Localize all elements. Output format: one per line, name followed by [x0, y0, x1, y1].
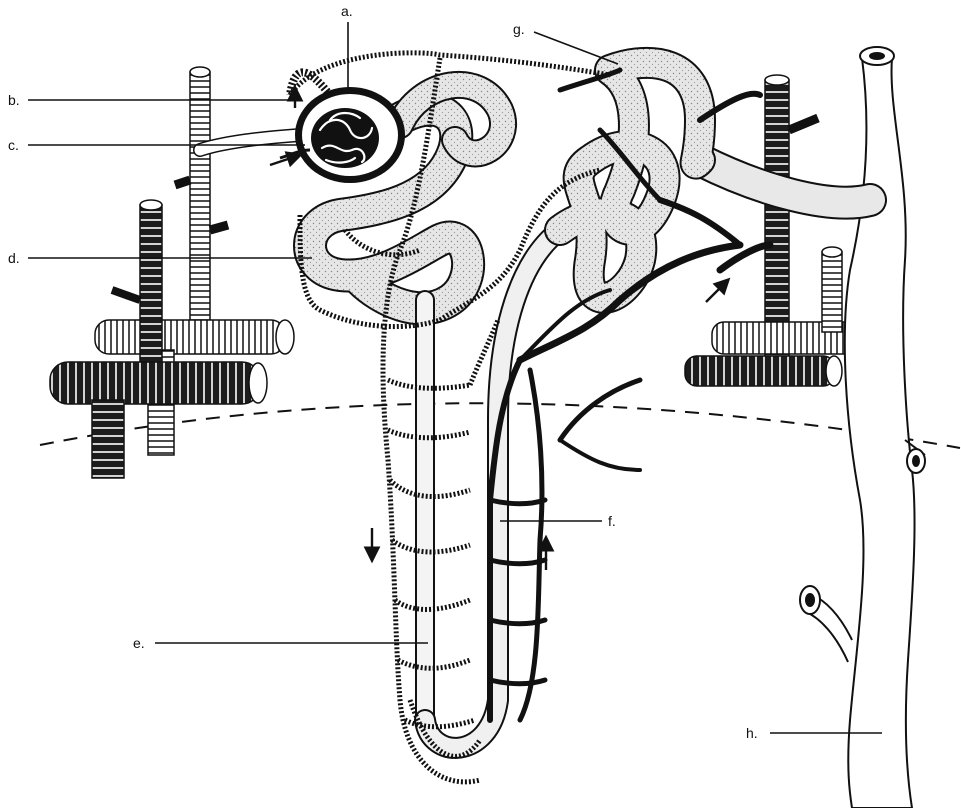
label-e: e.: [133, 635, 145, 651]
renal-corpuscle: [280, 72, 405, 183]
label-h: h.: [746, 725, 758, 741]
label-g: g.: [513, 21, 525, 37]
label-d: d.: [8, 250, 20, 266]
label-c: c.: [8, 137, 19, 153]
arrow-vessel-flow: [706, 280, 728, 302]
leader-g: [534, 32, 618, 64]
label-a: a.: [341, 3, 353, 19]
left-vessel-cluster: [50, 67, 300, 478]
label-f: f.: [608, 513, 616, 529]
label-b: b.: [8, 92, 20, 108]
large-vein: [700, 47, 925, 808]
